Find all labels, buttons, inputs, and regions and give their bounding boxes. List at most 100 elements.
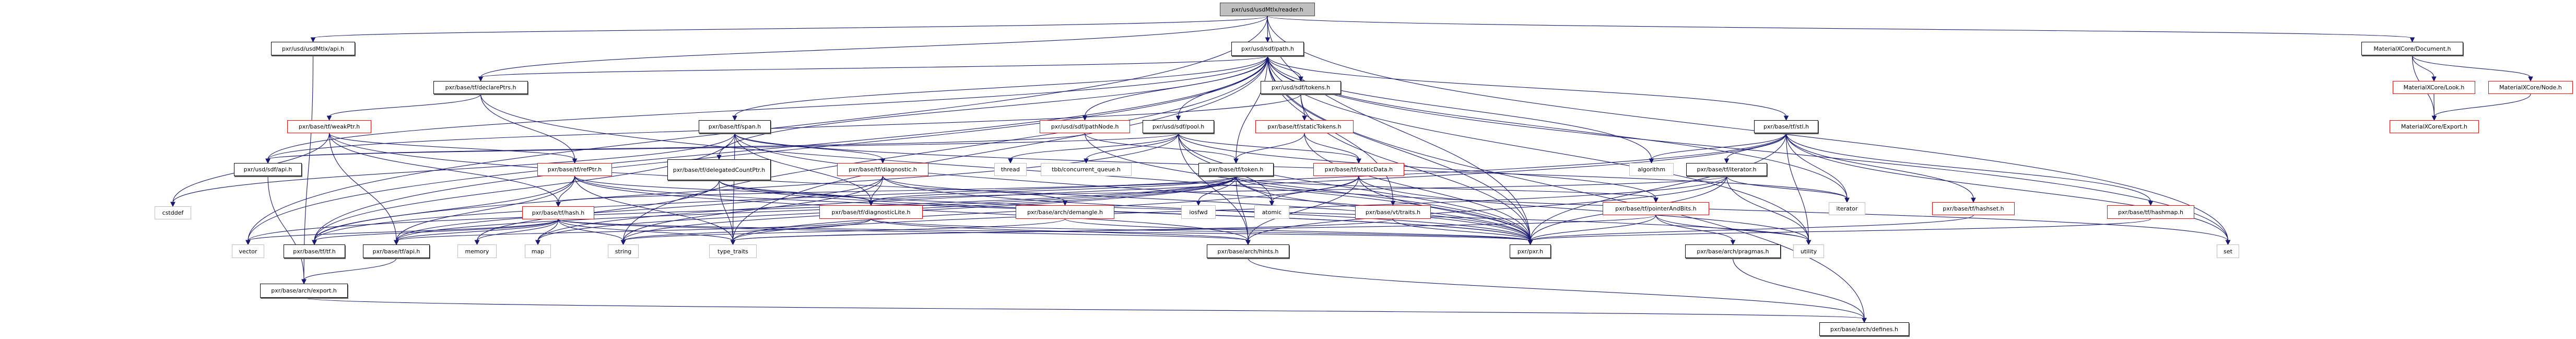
node-tokens[interactable]: pxr/usd/sdf/tokens.h [1261, 81, 1341, 94]
node-label: algorithm [1637, 166, 1666, 173]
arrowhead-icon [312, 240, 317, 246]
node-sdfapi[interactable]: pxr/usd/sdf/api.h [234, 163, 302, 176]
edge-pointerAndBits-utility [1655, 215, 1809, 241]
arrowhead-icon [310, 37, 316, 43]
node-hash[interactable]: pxr/base/tf/hash.h [522, 206, 594, 219]
edge-diagnosticLite-pxr [871, 218, 1531, 241]
node-path[interactable]: pxr/usd/sdf/path.h [1231, 42, 1304, 56]
edge-path-delegated [719, 55, 1268, 156]
arrowhead-icon [170, 202, 175, 207]
arrowhead-icon [1265, 37, 1271, 43]
node-tftf[interactable]: pxr/base/tf/tf.h [284, 244, 345, 258]
node-look[interactable]: MaterialXCore/Look.h [2393, 81, 2475, 94]
node-delegated[interactable]: pxr/base/tf/delegatedCountPtr.h [667, 159, 771, 180]
arrowhead-icon [1008, 158, 1013, 164]
arrowhead-icon [1783, 115, 1789, 121]
arrowhead-icon [732, 115, 737, 121]
node-pragmas[interactable]: pxr/base/arch/pragmas.h [1685, 244, 1781, 258]
edge-iteratorh-iterator [1726, 176, 1848, 199]
edge-delegated-type_traits [719, 180, 734, 241]
edge-diagnostic-tfapi [396, 176, 884, 241]
edge-weakPtr-refPtr [328, 133, 575, 160]
node-label: pxr/usd/usdMtlx/api.h [281, 45, 345, 52]
node-declarePtrs[interactable]: pxr/base/tf/declarePtrs.h [433, 81, 528, 94]
node-cstddef: cstddef [155, 206, 191, 219]
node-export[interactable]: pxr/base/arch/export.h [260, 284, 348, 298]
node-hashmap[interactable]: pxr/base/tf/hashmap.h [2107, 205, 2194, 219]
node-hashset[interactable]: pxr/base/tf/hashset.h [1932, 202, 2015, 215]
edge-pathNode-pxr [1084, 133, 1531, 241]
node-token[interactable]: pxr/base/tf/token.h [1198, 163, 1274, 176]
edge-path-span [734, 55, 1268, 117]
node-label: pxr/base/tf/declarePtrs.h [445, 84, 516, 91]
node-defines[interactable]: pxr/base/arch/defines.h [1819, 322, 1909, 336]
edge-pool-thread [1010, 133, 1179, 160]
edge-iteratorh-hints [1248, 176, 1727, 241]
edge-refPtr-hash [558, 176, 575, 203]
node-mxexport[interactable]: MaterialXCore/Export.h [2390, 120, 2479, 133]
node-diagnostic[interactable]: pxr/base/tf/diagnostic.h [837, 163, 928, 176]
edge-token-string [622, 176, 1237, 241]
edge-demangle-string [622, 218, 1066, 241]
node-map: map [525, 244, 551, 258]
node-mxnode[interactable]: MaterialXCore/Node.h [2488, 81, 2573, 94]
arrowhead-icon [716, 155, 722, 160]
node-hints[interactable]: pxr/base/arch/hints.h [1207, 244, 1289, 258]
node-diagnosticLite[interactable]: pxr/base/tf/diagnosticLite.h [819, 205, 923, 219]
arrowhead-icon [1245, 240, 1251, 246]
edge-iteratorh-utility [1726, 176, 1809, 241]
edge-vttraits-type_traits [732, 218, 1394, 241]
edge-span-type_traits [732, 133, 735, 241]
node-label: utility [1800, 248, 1817, 255]
node-iteratorh[interactable]: pxr/base/tf/iterator.h [1686, 163, 1767, 176]
node-demangle[interactable]: pxr/base/arch/demangle.h [1016, 205, 1114, 219]
node-label: pxr/base/arch/defines.h [1830, 325, 1898, 333]
node-stl[interactable]: pxr/base/tf/stl.h [1754, 120, 1818, 133]
node-label: string [615, 248, 632, 255]
edge-demangle-pxr [1064, 218, 1531, 241]
edge-stl-tftf [314, 133, 1787, 241]
node-vttraits[interactable]: pxr/base/vt/traits.h [1355, 205, 1431, 219]
node-staticData[interactable]: pxr/base/tf/staticData.h [1313, 163, 1404, 176]
node-pathNode[interactable]: pxr/usd/sdf/pathNode.h [1040, 120, 1130, 133]
node-label: pxr/base/tf/span.h [708, 123, 761, 130]
node-label: pxr/usd/usdMtlx/reader.h [1231, 6, 1303, 13]
arrowhead-icon [301, 279, 307, 285]
node-staticTokens[interactable]: pxr/base/tf/staticTokens.h [1255, 120, 1354, 133]
node-memory: memory [457, 244, 497, 258]
node-document[interactable]: MaterialXCore/Document.h [2361, 42, 2463, 55]
edge-document-mxnode [2412, 55, 2531, 78]
edge-token-diagnosticLite [871, 176, 1237, 202]
arrowhead-icon [620, 240, 626, 246]
node-pool[interactable]: pxr/usd/sdf/pool.h [1143, 120, 1214, 133]
edge-mxnode-mxexport [2433, 93, 2531, 117]
arrowhead-icon [1806, 240, 1812, 246]
node-pxr[interactable]: pxr/pxr.h [1510, 244, 1551, 258]
node-mtlxapi[interactable]: pxr/usd/usdMtlx/api.h [271, 42, 355, 55]
node-span[interactable]: pxr/base/tf/span.h [699, 120, 771, 133]
arrowhead-icon [730, 240, 736, 246]
arrowhead-icon [394, 240, 399, 246]
edge-vttraits-pxr [1392, 218, 1531, 241]
node-type_traits: type_traits [709, 244, 757, 258]
node-refPtr[interactable]: pxr/base/tf/refPtr.h [537, 163, 612, 176]
edge-reader-declarePtrs [480, 16, 1268, 78]
edge-token-vector [248, 176, 1237, 241]
node-label: pxr/base/arch/pragmas.h [1697, 248, 1769, 255]
node-thread: thread [994, 163, 1027, 176]
edge-token-set [1236, 176, 2229, 241]
node-label: pxr/base/tf/tf.h [293, 248, 336, 255]
edge-sdfapi-export [267, 176, 304, 280]
node-tfapi[interactable]: pxr/base/tf/api.h [363, 244, 430, 258]
node-reader[interactable]: pxr/usd/usdMtlx/reader.h [1220, 3, 1315, 16]
arrowhead-icon [880, 158, 886, 164]
node-label: pxr/base/tf/diagnosticLite.h [831, 208, 911, 216]
node-pointerAndBits[interactable]: pxr/base/tf/pointerAndBits.h [1603, 202, 1709, 215]
arrowhead-icon [326, 115, 332, 121]
edge-declarePtrs-weakPtr [328, 93, 481, 117]
arrowhead-icon [1298, 76, 1303, 82]
edge-path-stl [1267, 55, 1787, 117]
arrowhead-icon [2528, 76, 2533, 82]
edge-stl-iteratorh [1726, 133, 1787, 160]
node-weakPtr[interactable]: pxr/base/tf/weakPtr.h [287, 120, 371, 133]
